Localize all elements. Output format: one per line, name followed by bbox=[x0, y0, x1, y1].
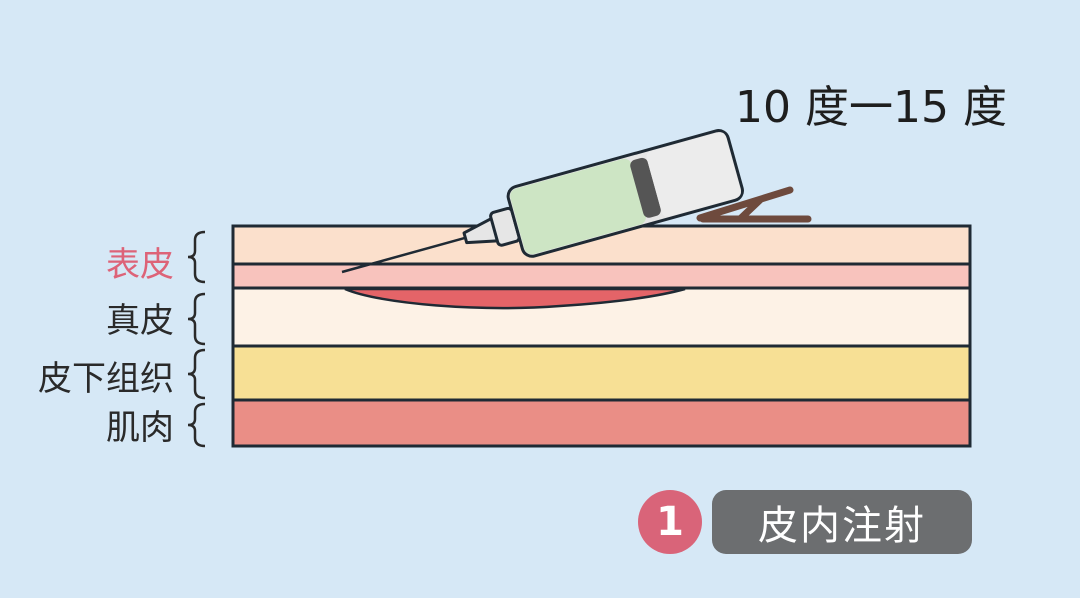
brace-muscle bbox=[187, 402, 206, 448]
intradermal-bleb bbox=[344, 287, 686, 310]
layer-braces bbox=[187, 230, 206, 448]
syringe-icon bbox=[341, 129, 744, 274]
syringe-plunger bbox=[630, 157, 661, 218]
step-number-badge: 1 bbox=[638, 490, 702, 554]
epidermis-inner-layer bbox=[231, 262, 972, 290]
subcutaneous-layer bbox=[231, 344, 972, 402]
syringe-liquid bbox=[510, 158, 647, 255]
muscle-layer bbox=[231, 398, 972, 448]
syringe-needle bbox=[341, 236, 466, 274]
injection-method-label: 皮内注射 bbox=[712, 490, 972, 554]
step-badge-row: 1 皮内注射 bbox=[638, 490, 972, 554]
hand-icon bbox=[696, 186, 812, 223]
layer-label-dermis: 真皮 bbox=[106, 301, 174, 341]
layer-label-muscle: 肌肉 bbox=[106, 408, 174, 448]
angle-label: 10 度一15 度 bbox=[735, 82, 1007, 133]
layer-label-epidermis: 表皮 bbox=[106, 245, 174, 285]
brace-dermis bbox=[187, 292, 206, 346]
brace-subcutaneous bbox=[187, 348, 206, 400]
syringe-barrel-back bbox=[646, 132, 741, 217]
brace-epidermis bbox=[187, 230, 206, 284]
layer-label-subcutaneous: 皮下组织 bbox=[38, 359, 174, 399]
